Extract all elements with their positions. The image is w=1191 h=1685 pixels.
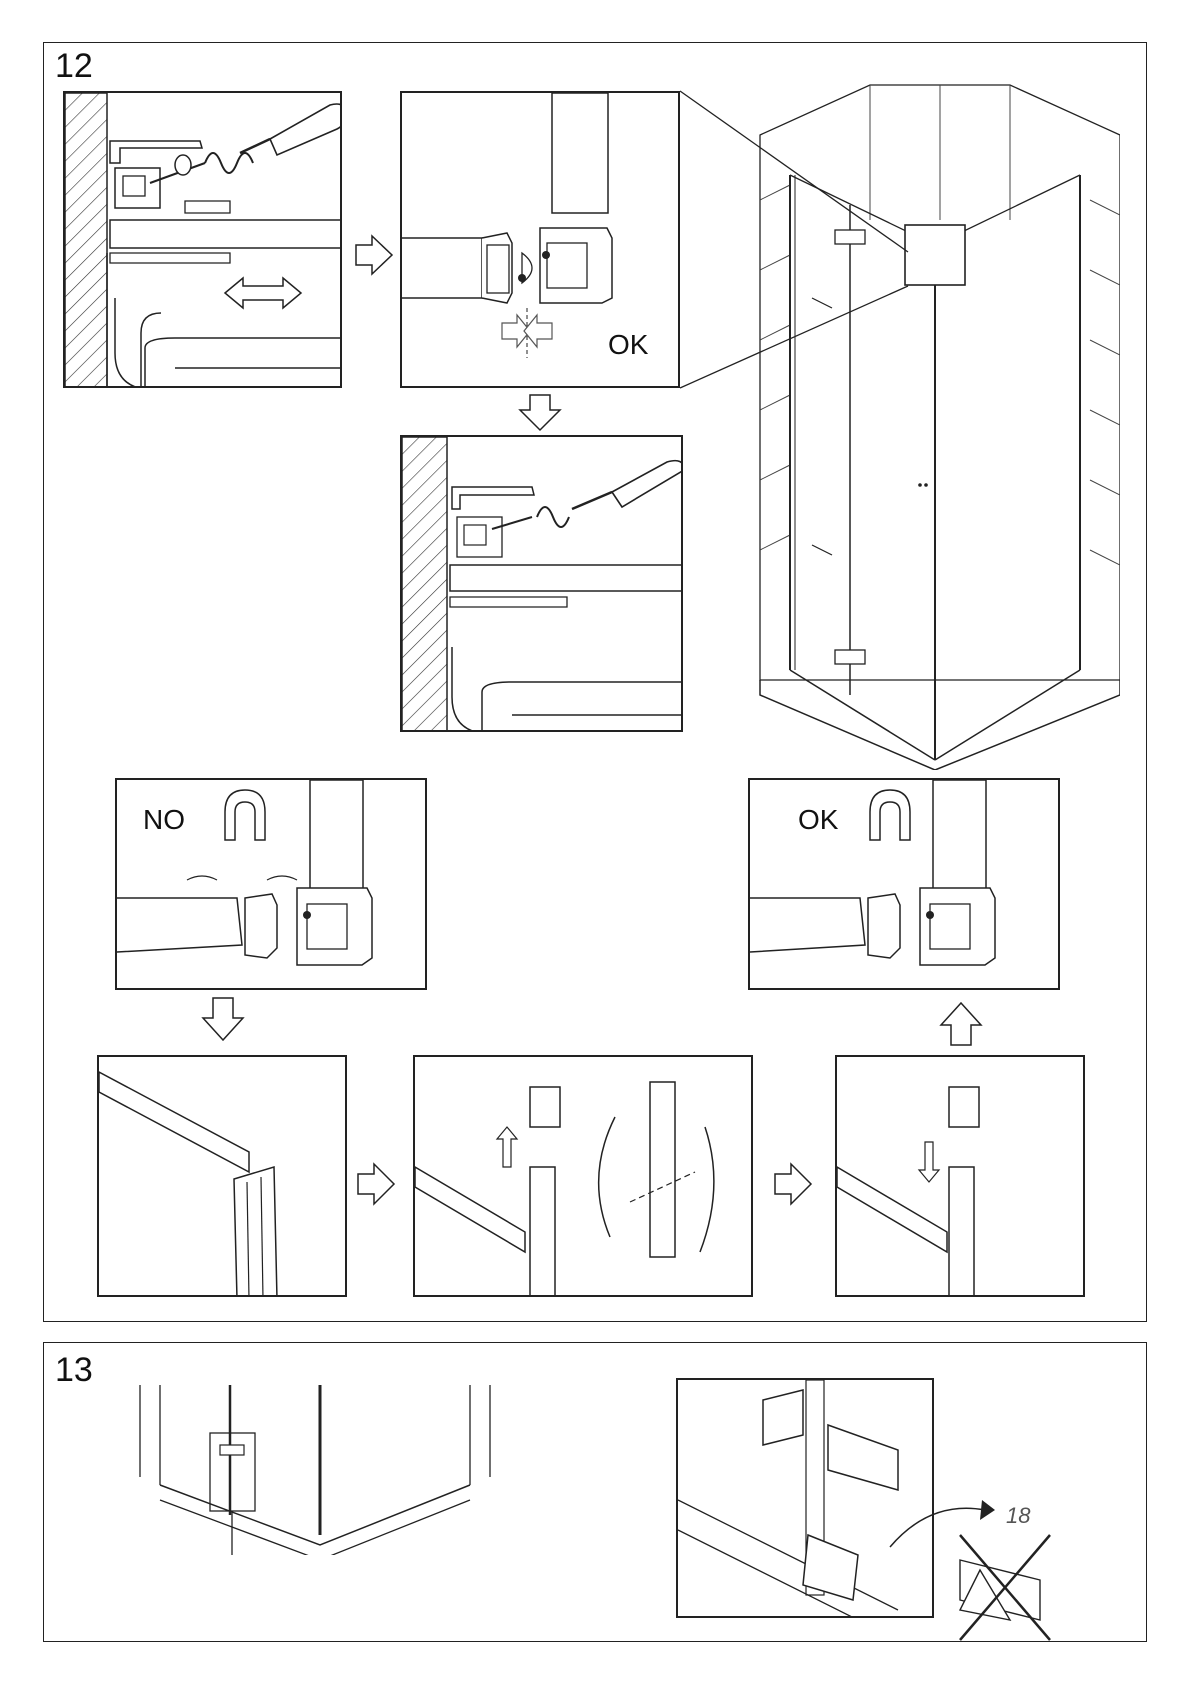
wall-hatch — [65, 93, 107, 388]
bottom-hinge — [835, 650, 865, 664]
panel-profile-secured — [400, 435, 683, 732]
step13-detail-drawing — [678, 1380, 934, 1618]
status-ok-top: OK — [608, 329, 648, 361]
panel-seal-installed — [97, 1055, 347, 1297]
step-13-number: 13 — [55, 1351, 93, 1390]
panel-step13-detail — [676, 1378, 934, 1618]
seal-installed-drawing — [99, 1057, 347, 1297]
arrow-down-icon — [919, 1142, 939, 1182]
detail-highlight-box — [905, 225, 965, 285]
seal-remove-drawing — [415, 1057, 753, 1297]
panel-seal-insert — [835, 1055, 1085, 1297]
step-12-number: 12 — [55, 47, 93, 86]
enclosure-drawing — [750, 80, 1120, 770]
status-no: NO — [143, 804, 185, 836]
panel-step13-overview — [130, 1385, 510, 1555]
panel-seal-remove — [413, 1055, 753, 1297]
arrow-up-icon — [497, 1127, 517, 1167]
panel-profile-adjust — [63, 91, 342, 388]
part-number-label: 18 — [1006, 1503, 1030, 1529]
panel-ok-top: OK — [400, 91, 680, 388]
double-arrow-icon — [225, 278, 301, 308]
panel-enclosure — [750, 80, 1120, 770]
ok-right-drawing — [750, 780, 1060, 990]
top-hinge — [835, 230, 865, 244]
step13-overview-drawing — [130, 1385, 510, 1555]
panel-ok-right: OK — [748, 778, 1060, 990]
magnet-icon — [225, 790, 265, 840]
status-ok-right: OK — [798, 804, 838, 836]
seal-insert-drawing — [837, 1057, 1085, 1297]
profile-adjust-drawing — [65, 93, 342, 388]
profile-secured-drawing — [402, 437, 683, 732]
panel-no: NO — [115, 778, 427, 990]
magnet-icon — [870, 790, 910, 840]
